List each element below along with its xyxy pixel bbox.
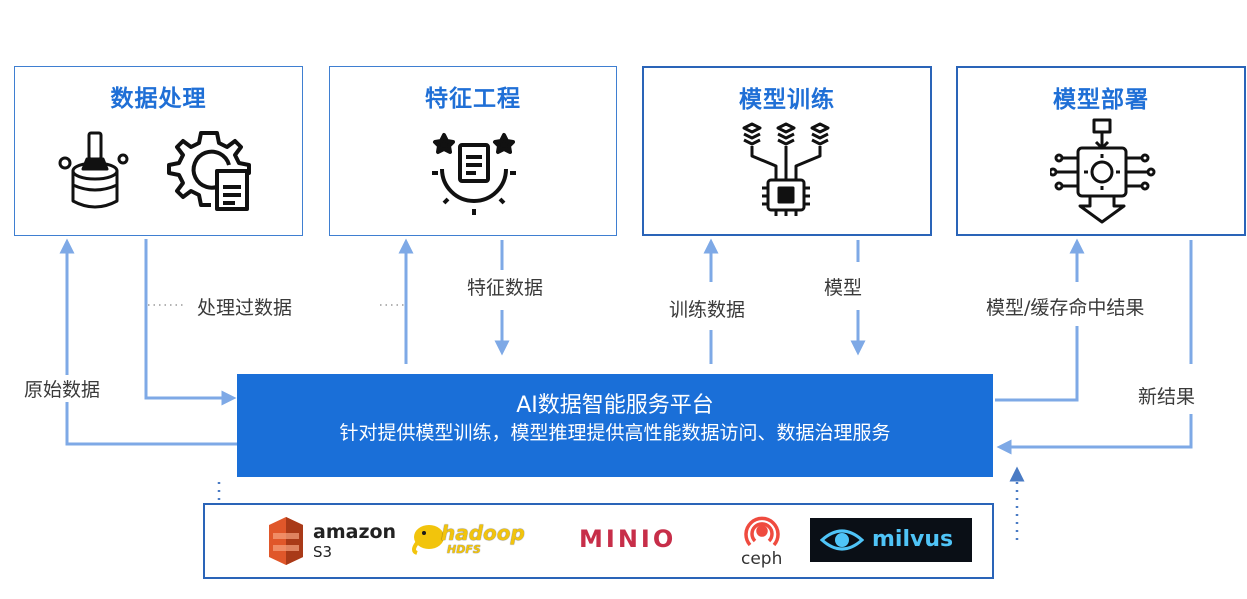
- hdfs-text: HDFS: [447, 543, 481, 556]
- milvus-text: milvus: [872, 527, 954, 552]
- stage-title: 模型训练: [739, 87, 835, 113]
- hadoop-elephant-icon: [412, 525, 444, 555]
- stage-title: 数据处理: [110, 86, 207, 112]
- raw-data-arrow: [59, 238, 237, 446]
- database-brush-icon: [58, 131, 129, 209]
- platform-subtitle: 针对提供模型训练，模型推理提供高性能数据访问、数据治理服务: [339, 422, 891, 444]
- ceph-logo: ceph: [737, 511, 787, 573]
- amazon-text: amazon: [313, 521, 397, 543]
- processor-deploy-icon: [1050, 118, 1156, 224]
- aws-s3-bucket-icon: [269, 517, 303, 565]
- amazon-s3-logo: amazon S3: [265, 515, 396, 567]
- label-new-result: 新结果: [1136, 382, 1198, 409]
- minio-logo: MINIO: [579, 525, 709, 555]
- label-feature-data: 特征数据: [465, 273, 546, 300]
- stage-data-processing: 数据处理: [14, 66, 303, 236]
- stage-model-training: 模型训练: [642, 66, 932, 236]
- label-raw-data: 原始数据: [22, 375, 103, 402]
- stage-title: 模型部署: [1053, 87, 1149, 113]
- gear-document-icon: [167, 131, 251, 211]
- storage-backends: amazon S3 hadoop HDFS MINIO: [203, 503, 994, 579]
- cache-hit-arrow: [995, 326, 1079, 402]
- processed-data-arrow: [144, 239, 237, 406]
- ceph-text: ceph: [741, 549, 783, 569]
- label-model: 模型: [822, 273, 865, 300]
- hadoop-text: hadoop: [441, 521, 525, 545]
- chip-network-icon: [742, 122, 830, 216]
- platform-title: AI数据智能服务平台: [516, 393, 714, 418]
- label-processed-data: 处理过数据: [195, 293, 295, 320]
- ceph-mark-icon: [744, 516, 780, 547]
- label-model-cache-hit: 模型/缓存命中结果: [984, 293, 1147, 320]
- milvus-eye-icon: [820, 529, 864, 551]
- label-training-data: 训练数据: [667, 295, 748, 322]
- s3-text: S3: [313, 543, 333, 561]
- minio-text: MINIO: [579, 525, 677, 553]
- stage-model-deployment: 模型部署: [956, 66, 1246, 236]
- ai-data-platform: AI数据智能服务平台 针对提供模型训练，模型推理提供高性能数据访问、数据治理服务: [237, 374, 993, 477]
- stage-title: 特征工程: [425, 86, 521, 112]
- gear-document-stars-icon: [432, 133, 516, 215]
- hadoop-hdfs-logo: hadoop HDFS: [411, 519, 535, 563]
- stage-feature-engineering: 特征工程: [329, 66, 617, 236]
- milvus-logo: milvus: [810, 518, 972, 562]
